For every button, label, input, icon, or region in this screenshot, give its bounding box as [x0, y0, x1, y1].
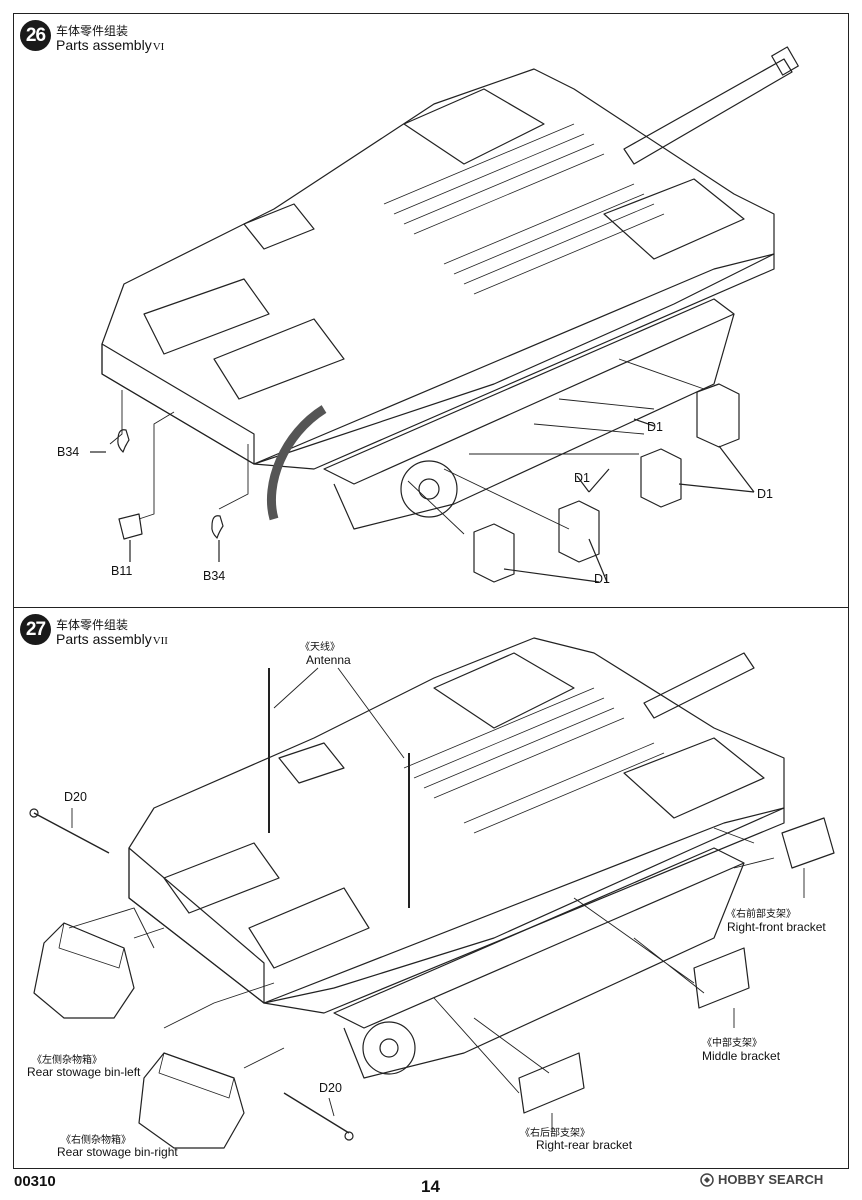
jerry-can-1 — [473, 523, 515, 583]
step-title-cn: 车体零件组装 — [56, 24, 129, 38]
callout-d1-c: D1 — [757, 487, 773, 501]
engine-grill-left — [163, 842, 280, 914]
callout-right-rear-en: Right-rear bracket — [536, 1138, 633, 1152]
stowage-bin-right — [138, 1052, 245, 1149]
hobby-search-watermark: HOBBY SEARCH — [700, 1172, 823, 1187]
engine-grill-right — [248, 887, 370, 969]
commander-mesh — [278, 742, 345, 784]
commander-mesh — [243, 203, 315, 250]
watermark-text: HOBBY SEARCH — [718, 1172, 824, 1187]
part-b11 — [118, 513, 143, 540]
right-front-bracket — [781, 817, 835, 869]
hull-side-skirt — [253, 253, 775, 470]
callout-bin-right-en: Rear stowage bin-right — [57, 1145, 178, 1159]
step-title-cn: 车体零件组装 — [56, 618, 129, 632]
page-number: 14 — [421, 1177, 440, 1196]
d20-rod-bottom — [283, 1092, 350, 1134]
front-bin-upper — [433, 652, 575, 729]
callout-middle-en: Middle bracket — [702, 1049, 781, 1063]
step-roman-numeral: VI — [152, 41, 165, 53]
callout-d1-b: D1 — [574, 471, 590, 485]
product-code: 00310 — [14, 1173, 56, 1190]
stowage-bin-left — [33, 922, 135, 1019]
hobby-search-logo-icon — [700, 1172, 714, 1187]
engine-grill-left — [143, 278, 270, 355]
middle-bracket — [693, 947, 750, 1009]
deck-slats — [403, 687, 665, 834]
deck-slats — [383, 123, 665, 295]
callout-right-front-cn: 《右前部支架》 — [726, 909, 796, 920]
front-bin-upper — [403, 88, 545, 165]
callout-middle-cn: 《中部支架》 — [702, 1038, 762, 1049]
gun-barrel — [623, 58, 793, 165]
callout-d20-top: D20 — [64, 790, 87, 804]
callout-bin-left-en: Rear stowage bin-left — [27, 1065, 141, 1079]
road-wheel-1 — [362, 1021, 416, 1075]
step-number-badge: 27 — [20, 614, 51, 645]
step-26-illustration — [90, 46, 799, 583]
gun-barrel — [643, 652, 755, 719]
step-title-en: Parts assemblyVI — [56, 37, 164, 53]
step-number-badge: 26 — [20, 20, 51, 51]
step-roman-numeral: VII — [152, 635, 168, 647]
hull-rear-plate — [101, 343, 255, 465]
d20-rod-top — [33, 812, 110, 854]
engine-grill-right — [213, 318, 345, 400]
step-26-panel: 26 车体零件组装 Parts assemblyVI — [13, 13, 849, 609]
road-wheel-1 — [400, 460, 458, 518]
right-rear-bracket — [518, 1052, 585, 1114]
callout-b11: B11 — [111, 564, 133, 578]
track-lower — [333, 313, 735, 530]
front-bin-lower — [623, 737, 765, 819]
front-bin-lower — [603, 178, 745, 260]
callout-b34-left: B34 — [57, 445, 80, 459]
jerry-can-3 — [640, 448, 682, 508]
track-upper — [323, 298, 735, 485]
callout-antenna-cn: 《天线》 — [300, 642, 340, 653]
jerry-can-4 — [696, 383, 740, 448]
step-27-panel: 27 车体零件组装 Parts assemblyVII — [13, 607, 849, 1169]
callout-bin-left-cn: 《左侧杂物箱》 — [32, 1055, 102, 1066]
callout-b34-bottom: B34 — [203, 569, 226, 583]
callout-right-front-en: Right-front bracket — [727, 920, 826, 934]
callout-antenna-en: Antenna — [306, 653, 351, 667]
hull-rear-plate — [128, 847, 265, 1004]
hull-top-outline — [128, 637, 785, 1004]
callout-right-rear-cn: 《右后部支架》 — [520, 1128, 590, 1139]
hull-top-outline — [101, 68, 775, 465]
step-title-en: Parts assemblyVII — [56, 631, 168, 647]
leader-lines — [109, 358, 705, 535]
callout-bin-right-cn: 《右侧杂物箱》 — [61, 1135, 131, 1146]
exhaust-hose — [266, 405, 327, 521]
callout-d1-a: D1 — [647, 420, 663, 434]
track-upper — [333, 847, 745, 1029]
step-27-illustration — [29, 637, 835, 1149]
muzzle — [771, 46, 799, 76]
hull-side-skirt — [263, 807, 785, 1014]
step-title-en-text: Parts assembly — [56, 37, 152, 53]
step-title-en-text: Parts assembly — [56, 631, 152, 647]
jerry-can-2 — [558, 500, 600, 563]
callout-d1-d: D1 — [594, 572, 610, 586]
track-lower — [343, 862, 745, 1079]
part-b34-bottom — [211, 515, 224, 539]
callout-d20-bottom: D20 — [319, 1081, 342, 1095]
part-b34-left — [117, 429, 130, 453]
